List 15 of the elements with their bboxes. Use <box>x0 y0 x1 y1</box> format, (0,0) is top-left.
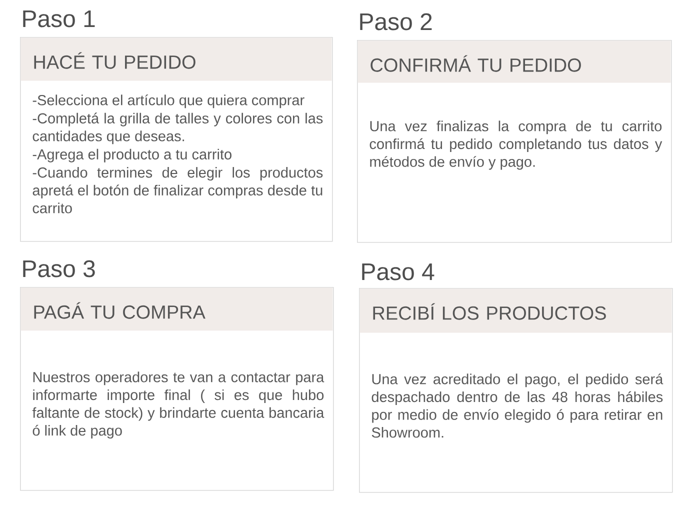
step-heading: Paso 3 <box>23 260 95 278</box>
step-heading: Paso 2 <box>360 13 432 30</box>
header-band: HACÉ TU PEDIDO <box>20 38 332 81</box>
body-text: Nuestros operadores te van a contactar para informarte importe final ( si es que hubo faltante de stock) y brindarte cuenta bancaria ó link de pago <box>32 372 324 439</box>
list-item: -Selecciona el artículo que quiera comprar <box>32 94 304 108</box>
list-item: -Completá la grilla de talles y colores con las cantidades que deseas. <box>32 112 323 144</box>
header-band: PAGÁ TU COMPRA <box>20 288 333 331</box>
header-band: CONFIRMÁ TU PEDIDO <box>358 40 671 83</box>
body-text: Una vez acreditado el pago, el pedido será despachado dentro de las 48 horas hábiles por medio de envío elegido ó para retirar en Showroom. <box>372 373 664 438</box>
step-heading: Paso 1 <box>23 10 95 28</box>
step-heading: Paso 4 <box>362 263 434 280</box>
list-item: -Cuando termines de elegir los productos apretá el botón de finalizar compras desde tu carrito <box>32 167 323 214</box>
list-item: -Agrega el producto a tu carrito <box>32 148 232 162</box>
header-band: RECIBÍ LOS PRODUCTOS <box>360 288 672 333</box>
body-text: Una vez finalizas la compra de tu carrito confirmá tu pedido completando tus datos y métodos de envío y pago. <box>370 120 662 170</box>
